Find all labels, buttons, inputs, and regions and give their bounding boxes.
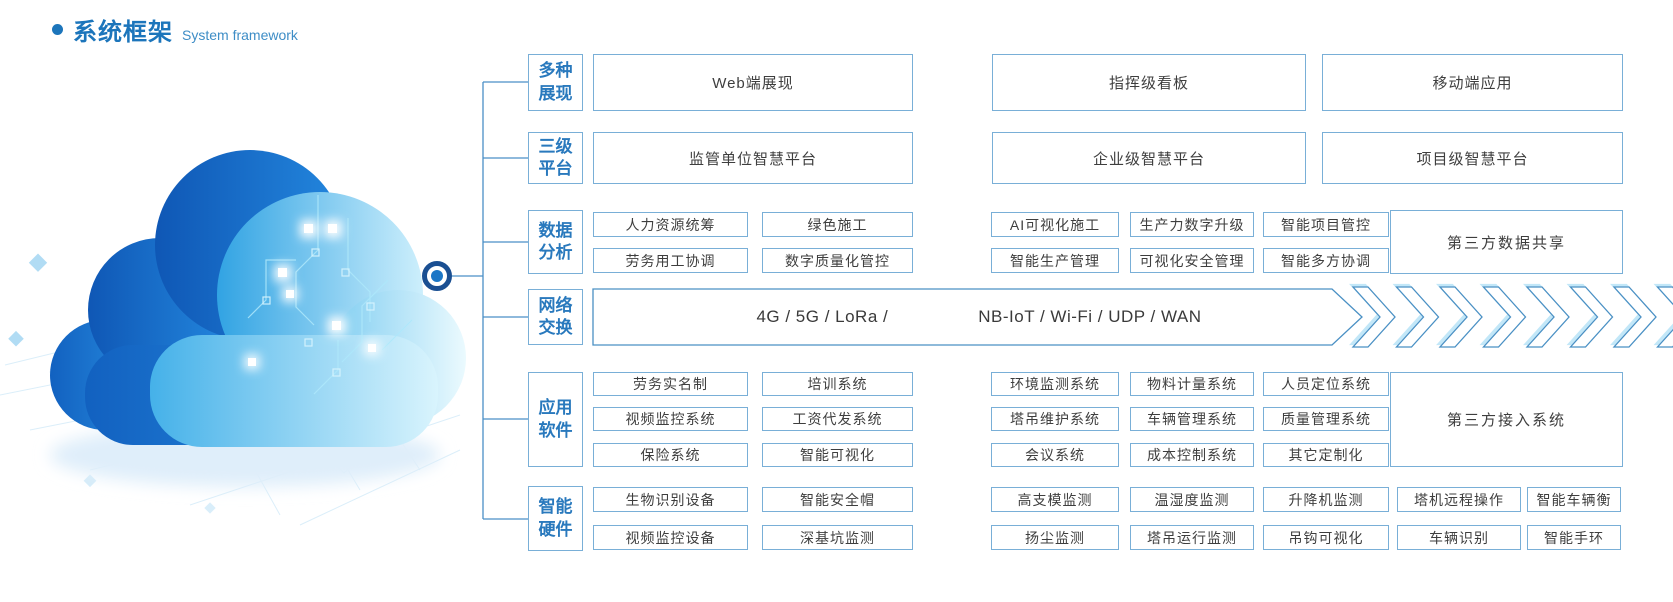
network-protocols: 4G / 5G / LoRa / NB-IoT / Wi-Fi / UDP / … xyxy=(593,289,1365,345)
box-green-construction: 绿色施工 xyxy=(762,212,913,237)
chevron-icon xyxy=(1525,286,1570,348)
box-temp-humidity: 温湿度监测 xyxy=(1130,487,1254,512)
box-smart-project: 智能项目管控 xyxy=(1263,212,1389,237)
box-crane-maintenance: 塔吊维护系统 xyxy=(991,407,1119,431)
box-dust-monitoring: 扬尘监测 xyxy=(991,525,1119,550)
box-personnel-positioning: 人员定位系统 xyxy=(1263,372,1389,396)
box-other-custom: 其它定制化 xyxy=(1263,443,1389,467)
box-third-party-data: 第三方数据共享 xyxy=(1390,210,1623,274)
box-hoist-monitoring: 升降机监测 xyxy=(1263,487,1389,512)
box-tower-crane-remote: 塔机远程操作 xyxy=(1397,487,1521,512)
box-third-party-access: 第三方接入系统 xyxy=(1390,372,1623,467)
network-arrow-box xyxy=(592,288,1363,346)
row-label-software: 应用软件 xyxy=(528,372,583,467)
box-crane-operation-monitoring: 塔吊运行监测 xyxy=(1130,525,1254,550)
box-training-system: 培训系统 xyxy=(762,372,913,396)
box-cost-control: 成本控制系统 xyxy=(1130,443,1254,467)
box-productivity: 生产力数字升级 xyxy=(1130,212,1254,237)
row-label-network: 网络交换 xyxy=(528,289,583,345)
connector-tree xyxy=(452,81,528,520)
box-ai-visual: AI可视化施工 xyxy=(991,212,1119,237)
box-formwork-monitoring: 高支模监测 xyxy=(991,487,1119,512)
row-label-display: 多种展现 xyxy=(528,54,583,111)
box-meeting-system: 会议系统 xyxy=(991,443,1119,467)
box-video-surv-device: 视频监控设备 xyxy=(593,525,748,550)
box-smart-weighbridge: 智能车辆衡 xyxy=(1527,487,1621,512)
box-labor-coordination: 劳务用工协调 xyxy=(593,248,748,273)
row-label-data-analysis: 数据分析 xyxy=(528,210,583,274)
chevron-icon xyxy=(1612,286,1657,348)
page-title-en: System framework xyxy=(182,27,298,43)
chevron-icon xyxy=(1351,286,1396,348)
box-web-display: Web端展现 xyxy=(593,54,913,111)
box-regulator-platform: 监管单位智慧平台 xyxy=(593,132,913,184)
circuit-nodes xyxy=(262,248,375,377)
box-mobile-app: 移动端应用 xyxy=(1322,54,1623,111)
chevron-icon xyxy=(1438,286,1483,348)
row-label-hardware: 智能硬件 xyxy=(528,486,583,551)
row-label-platform: 三级平台 xyxy=(528,132,583,184)
box-smart-helmet: 智能安全帽 xyxy=(762,487,913,512)
box-insurance-system: 保险系统 xyxy=(593,443,748,467)
network-protocols-left: 4G / 5G / LoRa / xyxy=(756,307,889,326)
box-quality-mgmt: 质量管理系统 xyxy=(1263,407,1389,431)
glow-squares xyxy=(244,220,380,370)
box-smart-visualization: 智能可视化 xyxy=(762,443,913,467)
box-vehicle-mgmt: 车辆管理系统 xyxy=(1130,407,1254,431)
box-material-metering: 物料计量系统 xyxy=(1130,372,1254,396)
page-title: 系统框架 System framework xyxy=(52,12,298,47)
box-vehicle-recognition: 车辆识别 xyxy=(1397,525,1521,550)
box-project-platform: 项目级智慧平台 xyxy=(1322,132,1623,184)
cloud-graphic xyxy=(0,150,466,526)
bullet-icon xyxy=(52,24,63,35)
box-smart-production: 智能生产管理 xyxy=(991,248,1119,273)
box-visual-safety: 可视化安全管理 xyxy=(1130,248,1254,273)
box-video-surv-system: 视频监控系统 xyxy=(593,407,748,431)
page-title-zh: 系统框架 xyxy=(73,19,173,46)
box-env-monitoring: 环境监测系统 xyxy=(991,372,1119,396)
box-command-board: 指挥级看板 xyxy=(992,54,1306,111)
box-deep-pit-monitoring: 深基坑监测 xyxy=(762,525,913,550)
network-protocols-right: NB-IoT / Wi-Fi / UDP / WAN xyxy=(978,307,1202,326)
chevron-icon xyxy=(1482,286,1527,348)
box-hook-visualization: 吊钩可视化 xyxy=(1263,525,1389,550)
box-payroll-system: 工资代发系统 xyxy=(762,407,913,431)
box-multi-party: 智能多方协调 xyxy=(1263,248,1389,273)
box-biometric-device: 生物识别设备 xyxy=(593,487,748,512)
circuit-traces xyxy=(247,195,413,395)
box-smart-wristband: 智能手环 xyxy=(1527,525,1621,550)
chevron-icon xyxy=(1569,286,1614,348)
box-digital-quality: 数字质量化管控 xyxy=(762,248,913,273)
hub-node-icon xyxy=(422,261,452,291)
box-hr-planning: 人力资源统筹 xyxy=(593,212,748,237)
chevron-icon xyxy=(1656,286,1673,348)
hub-node-dot xyxy=(431,270,443,282)
chevron-icon xyxy=(1395,286,1440,348)
box-enterprise-platform: 企业级智慧平台 xyxy=(992,132,1306,184)
chevron-arrows xyxy=(1351,286,1673,348)
box-real-name: 劳务实名制 xyxy=(593,372,748,396)
